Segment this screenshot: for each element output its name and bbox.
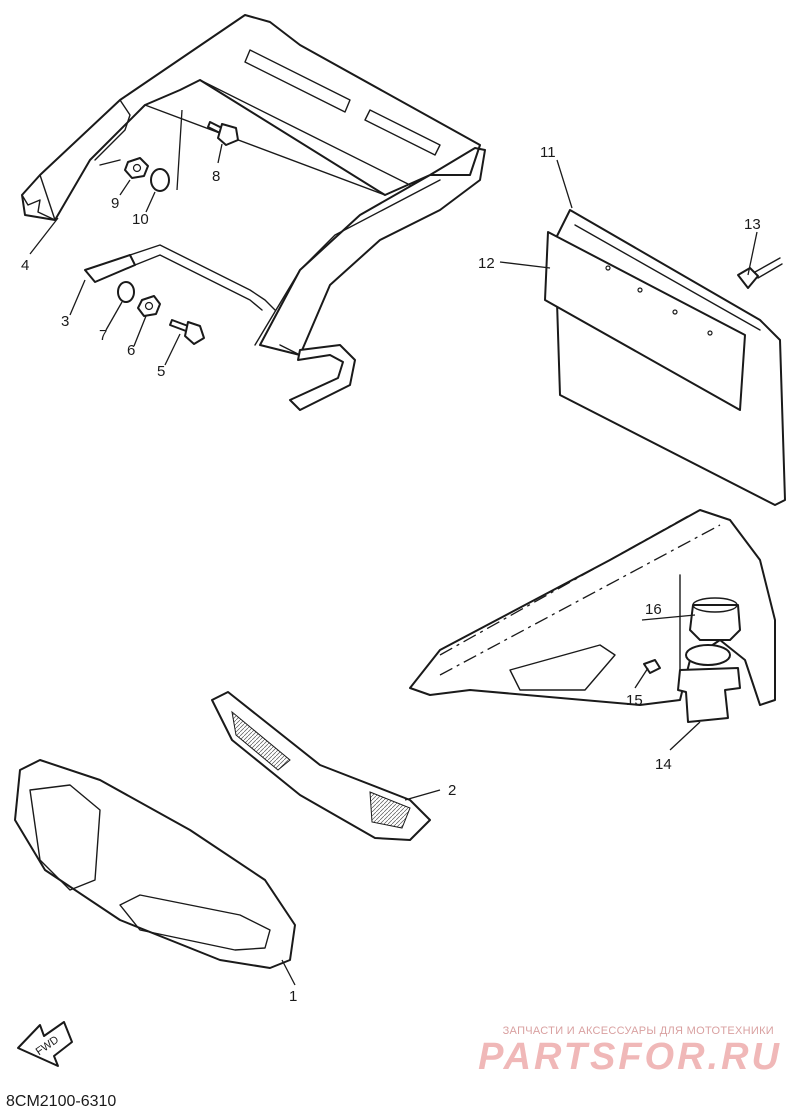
callout-3: 3 bbox=[61, 313, 69, 330]
part-4-rear-frame bbox=[21, 14, 486, 356]
diagram-code: 8CM2100-6310 bbox=[6, 1093, 117, 1110]
part-13-screw bbox=[737, 257, 783, 289]
callout-1: 1 bbox=[289, 988, 297, 1005]
callout-8: 8 bbox=[212, 168, 220, 185]
callout-6: 6 bbox=[127, 342, 135, 359]
callout-16: 16 bbox=[645, 601, 662, 618]
part-7-washer bbox=[117, 281, 135, 303]
part-5-bolt bbox=[169, 319, 205, 345]
callout-15: 15 bbox=[626, 692, 643, 709]
part-16-bulb bbox=[689, 597, 741, 641]
callout-9: 9 bbox=[111, 195, 119, 212]
part-8-bolt bbox=[207, 121, 239, 146]
callout-10: 10 bbox=[132, 211, 149, 228]
callout-5: 5 bbox=[157, 363, 165, 380]
part-14-socket bbox=[677, 644, 741, 723]
part-6-nut bbox=[137, 295, 161, 317]
part-12-seal bbox=[544, 231, 746, 411]
callout-2: 2 bbox=[448, 782, 456, 799]
callout-13: 13 bbox=[744, 216, 761, 233]
callout-4: 4 bbox=[21, 257, 29, 274]
callout-11: 11 bbox=[540, 144, 556, 161]
watermark-brand: PARTSFOR.RU bbox=[478, 1036, 782, 1078]
leader-lines bbox=[29, 109, 758, 986]
part-9-nut bbox=[124, 157, 149, 179]
part-15-clip bbox=[643, 659, 661, 674]
callout-7: 7 bbox=[99, 327, 107, 344]
part-10-washer bbox=[150, 168, 170, 192]
watermark-tagline: ЗАПЧАСТИ И АКСЕССУАРЫ ДЛЯ МОТОТЕХНИКИ bbox=[502, 1025, 774, 1037]
fwd-arrow-icon bbox=[17, 1021, 73, 1067]
front-fairing bbox=[409, 509, 776, 706]
part-2-reflector bbox=[211, 691, 431, 841]
callout-14: 14 bbox=[655, 756, 672, 773]
part-3-stay-bar bbox=[84, 244, 356, 411]
part-1-headlight-fairing bbox=[14, 759, 296, 969]
callout-12: 12 bbox=[478, 255, 495, 272]
